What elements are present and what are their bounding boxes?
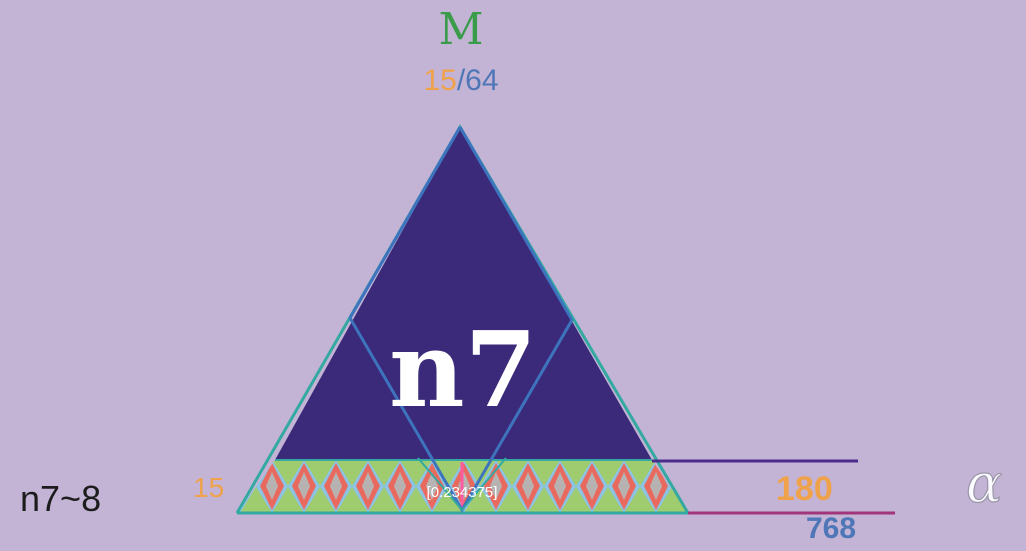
right-number-orange: 180 [776,470,833,509]
center-label: n7 [389,308,537,431]
base-value-label: [0.234375] [427,484,498,501]
right-number-blue: 768 [806,512,856,546]
left-number: 15 [193,472,224,504]
alpha-symbol: α [966,452,1002,515]
side-label: n7~8 [20,478,101,520]
